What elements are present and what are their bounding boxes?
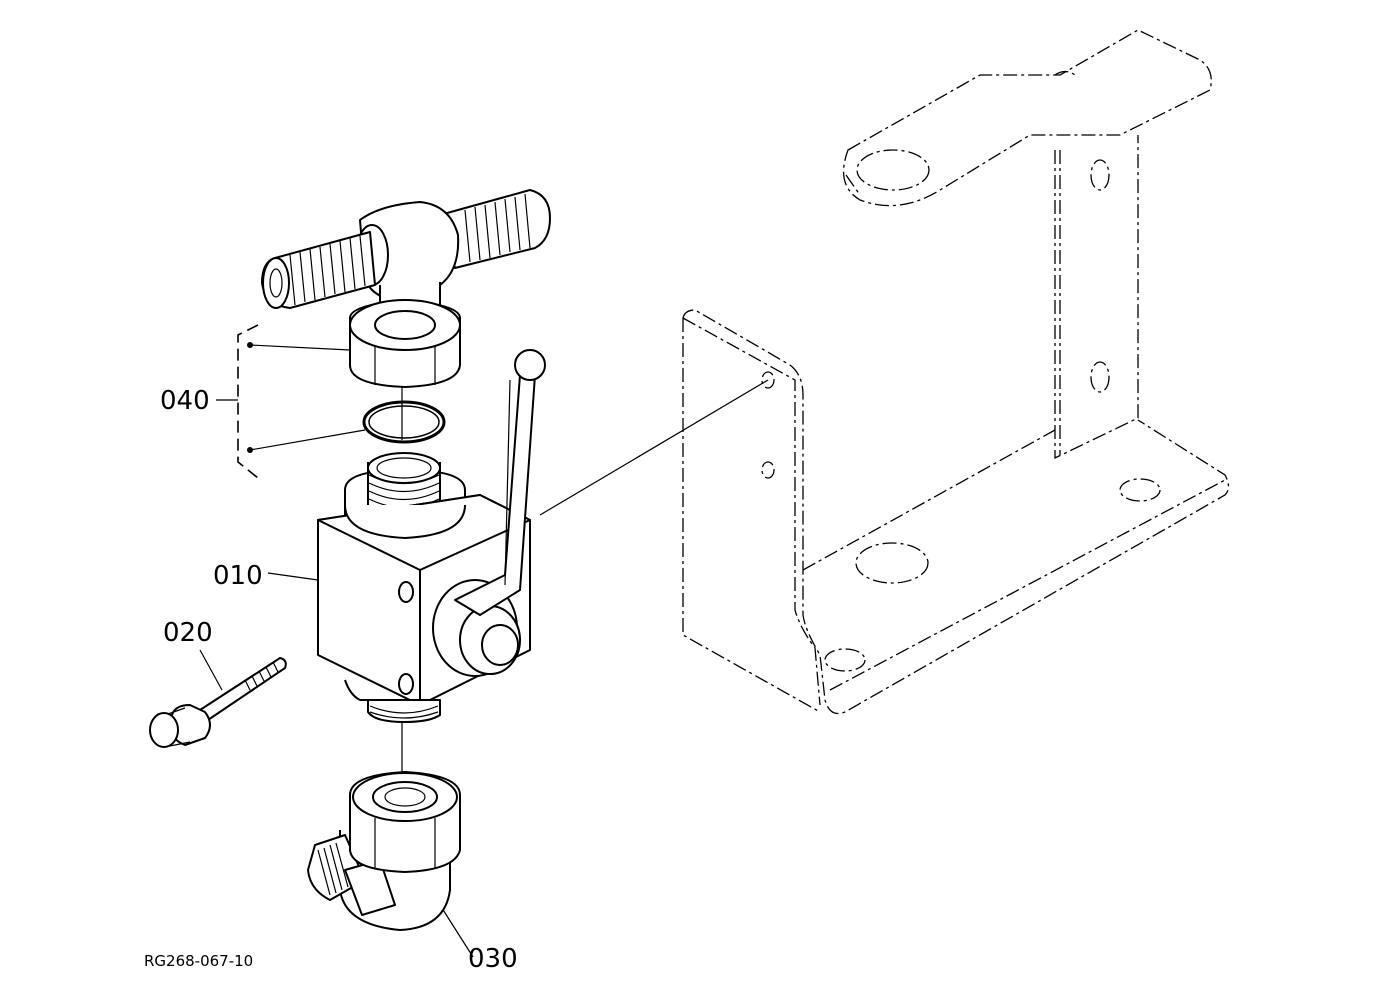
bolt — [149, 657, 287, 748]
label-020: 020 — [163, 618, 213, 648]
kit-bracket-040 — [216, 324, 259, 479]
ball-valve — [317, 349, 546, 723]
diagram-code: RG268-067-10 — [144, 952, 253, 970]
hose-tee-fitting — [261, 189, 551, 388]
elbow-fitting — [307, 771, 461, 931]
label-030: 030 — [468, 944, 518, 974]
label-010: 010 — [213, 561, 263, 591]
label-040: 040 — [160, 386, 210, 416]
o-ring — [362, 400, 446, 444]
mounting-bracket — [682, 29, 1230, 715]
